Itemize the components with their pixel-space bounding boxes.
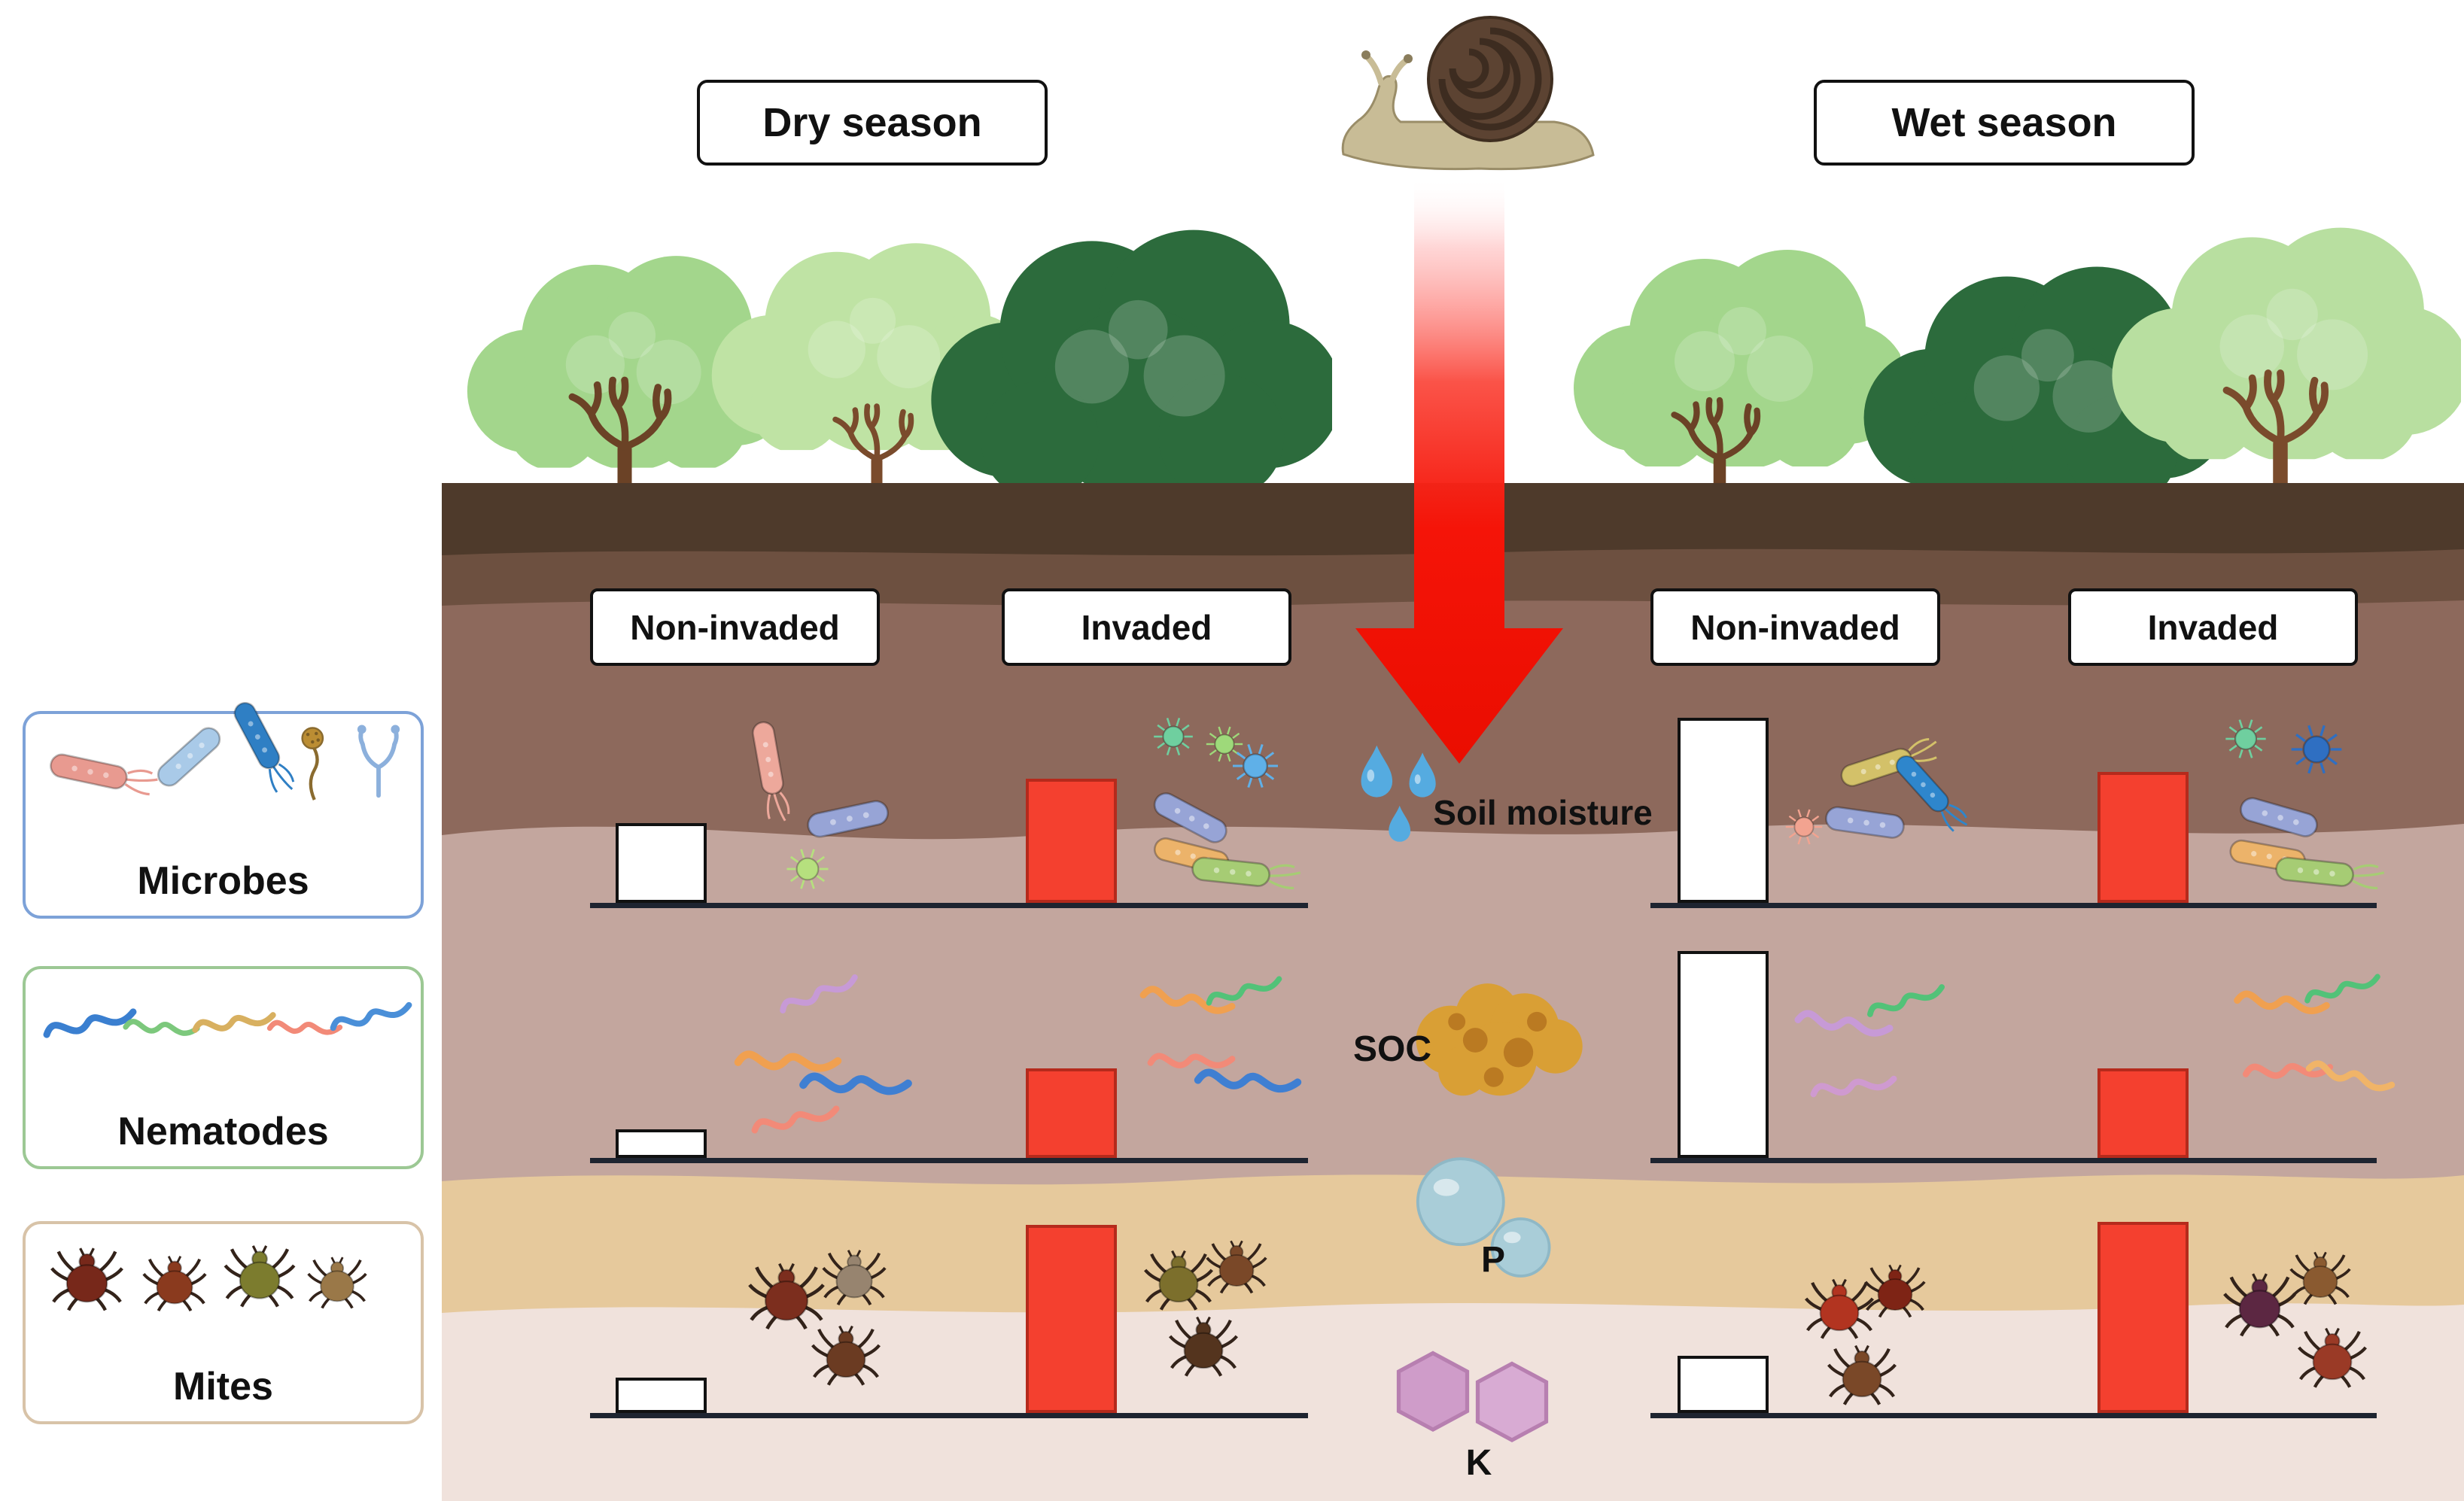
invasion-arrow-icon (1355, 177, 1563, 764)
legend-microbes-label: Microbes (137, 859, 309, 903)
dry-invaded-label-box: Invaded (1002, 588, 1291, 666)
wet-season-label-box: Wet season (1814, 80, 2195, 166)
bar-dry-mites-non-invaded (616, 1378, 707, 1413)
bar-wet-microbes-invaded (2097, 772, 2189, 903)
dry-season-label: Dry season (762, 100, 982, 145)
legend-mites-label: Mites (173, 1365, 273, 1408)
phosphorus-label: P (1480, 1240, 1505, 1280)
invaded-label: Invaded (1081, 607, 1212, 647)
soc-label: SOC (1352, 1029, 1431, 1069)
wet-invaded-label-box: Invaded (2068, 588, 2358, 666)
soc-blob-icon (1416, 983, 1583, 1096)
baseline-wet-microbes (1650, 903, 2377, 908)
dry-season-label-box: Dry season (697, 80, 1048, 166)
dry-non-invaded-label-box: Non-invaded (590, 588, 880, 666)
bar-wet-microbes-non-invaded (1678, 718, 1769, 903)
phosphorus-icon (1416, 1157, 1551, 1278)
invaded-label: Invaded (2147, 607, 2279, 647)
legend-microbes-box: Microbes (23, 711, 424, 919)
wet-season-label: Wet season (1891, 100, 2117, 145)
potassium-icon (1396, 1351, 1549, 1442)
bar-wet-mites-invaded (2097, 1222, 2189, 1413)
baseline-dry-nematodes (590, 1158, 1308, 1163)
snail-icon (1341, 16, 1595, 171)
legend-nematodes-label: Nematodes (117, 1110, 329, 1153)
bar-dry-microbes-invaded (1026, 779, 1117, 903)
baseline-wet-nematodes (1650, 1158, 2377, 1163)
wet-non-invaded-label-box: Non-invaded (1650, 588, 1940, 666)
soil-moisture-label: Soil moisture (1433, 793, 1653, 832)
baseline-dry-microbes (590, 903, 1308, 908)
baseline-dry-mites (590, 1413, 1308, 1418)
potassium-label: K (1465, 1443, 1492, 1483)
bar-dry-microbes-non-invaded (616, 823, 707, 903)
bar-wet-nematodes-non-invaded (1678, 951, 1769, 1158)
bar-dry-nematodes-non-invaded (616, 1129, 707, 1158)
legend-nematodes-box: Nematodes (23, 966, 424, 1169)
non-invaded-label: Non-invaded (630, 607, 840, 647)
legend-mites-box: Mites (23, 1221, 424, 1424)
water-drops-icon (1361, 745, 1436, 842)
bar-wet-mites-non-invaded (1678, 1356, 1769, 1413)
bar-dry-nematodes-invaded (1026, 1068, 1117, 1158)
baseline-wet-mites (1650, 1413, 2377, 1418)
bar-dry-mites-invaded (1026, 1225, 1117, 1413)
non-invaded-label: Non-invaded (1690, 607, 1900, 647)
bar-wet-nematodes-invaded (2097, 1068, 2189, 1158)
